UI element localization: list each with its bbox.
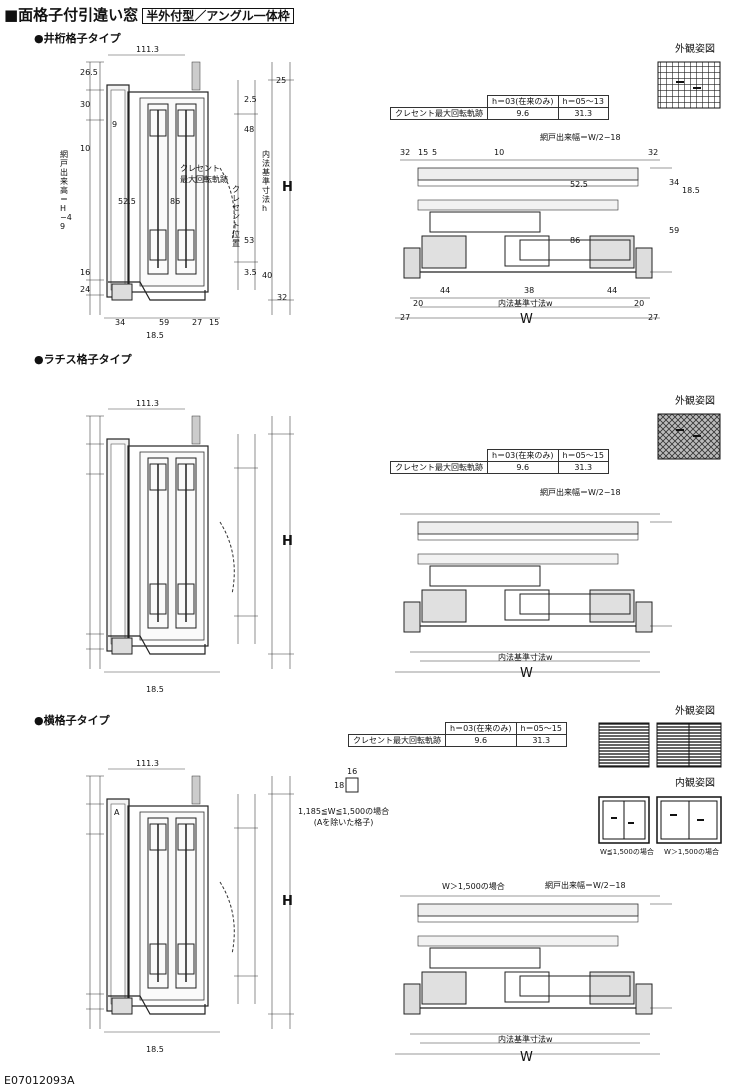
page-title: ■面格子付引違い窓半外付型／アングル一体枠 [4,4,294,25]
table-cell: 31.3 [557,461,609,474]
dim-p44: 44 [440,286,451,295]
dim-p59: 59 [669,226,680,235]
dim-2-5: 2.5 [244,95,257,104]
dim-15: 15 [209,318,220,327]
section-title-lattice: ●ラチス格子タイプ [34,353,132,366]
table-row-label: クレセント最大回転軌跡 [390,461,488,474]
crescent-track-label: クレセント 最大回転軌跡 [180,164,228,184]
table-cell: 31.3 [557,107,609,120]
dim-p38: 38 [524,286,535,295]
dim-185-3: 18.5 [146,1045,164,1054]
exterior-thumb-igeta [657,61,721,109]
W-label-3: W [520,1050,533,1065]
section-title-igeta: ●井桁格子タイプ [34,32,121,45]
exterior-label-2: 外観姿図 [675,396,715,407]
screen-width-label-3: 網戸出来幅＝W/2−18 [545,881,626,890]
inner-w-label-2: 内法基準寸法w [498,653,553,662]
dim-p20: 20 [413,299,424,308]
screen-height-label: 網戸出来高＝H−49 [60,150,72,231]
dim-35: 3.5 [244,268,257,277]
exterior-thumb-horizontal-small [598,722,650,768]
exterior-thumb-horizontal-large [656,722,722,768]
w-le-label: W≦1,500の場合 [600,848,654,856]
label-A: A [114,808,120,817]
grid-18: 18 [334,781,345,790]
dim-10: 10 [80,144,91,153]
plan-section [395,159,672,319]
W-label-2: W [520,666,533,681]
screen-width-label-2: 網戸出来幅＝W/2−18 [540,488,621,497]
table-row-label: クレセント最大回転軌跡 [390,107,488,120]
interior-thumb-large [656,796,722,844]
dim-p86: 86 [570,236,581,245]
dim-27: 27 [192,318,203,327]
dim-16: 16 [80,268,91,277]
crescent-pos-label: クレセント位置 [232,185,240,248]
dim-265: 26.5 [80,68,98,77]
dim-p5: 5 [432,148,438,157]
dim-p15: 15 [418,148,429,157]
grid-profile [345,777,359,793]
exterior-label-1: 外観姿図 [675,44,715,55]
inner-w-label-3: 内法基準寸法w [498,1035,553,1044]
dim-p34: 34 [669,178,680,187]
interior-thumb-small [598,796,650,844]
dim-525: 52.5 [118,197,136,206]
interior-label: 内観姿図 [675,778,715,789]
dim-24: 24 [80,285,91,294]
grid-note: 1,185≦W≦1,500の場合 (Aを除いた格子) [298,807,390,827]
w-gt-label: W＞1,500の場合 [664,848,719,856]
dim-top-2: 111.3 [136,399,159,408]
inner-w-label: 内法基準寸法w [498,299,553,308]
dim-p27: 27 [400,313,411,322]
w-over-label: W＞1,500の場合 [442,882,505,891]
dim-p27-r: 27 [648,313,659,322]
screen-width-label: 網戸出来幅＝W/2−18 [540,133,621,142]
dim-48: 48 [244,125,255,134]
W-label: W [520,312,533,327]
dim-p32-r: 32 [648,148,659,157]
dim-p10: 10 [494,148,505,157]
dim-p525: 52.5 [570,180,588,189]
H-label-2: H [282,534,293,549]
dim-34: 34 [115,318,126,327]
title-box: 半外付型／アングル一体枠 [142,8,294,24]
dim-25: 25 [276,76,287,85]
exterior-label-3: 外観姿図 [675,706,715,717]
dim-p20-r: 20 [634,299,645,308]
dim-30: 30 [80,100,91,109]
table-row-label: クレセント最大回転軌跡 [348,734,446,747]
table-cell: 31.3 [515,734,567,747]
grid-16: 16 [347,767,358,776]
H-label-3: H [282,894,293,909]
drawing-code: E07012093A [4,1074,75,1087]
dim-p185: 18.5 [682,186,700,195]
dim-9: 9 [112,120,118,129]
dim-p32: 32 [400,148,411,157]
H-label: H [282,180,293,195]
dim-40: 40 [262,271,273,280]
dim-185: 18.5 [146,331,164,340]
dim-59: 59 [159,318,170,327]
dim-p44-r: 44 [607,286,618,295]
table-cell: 9.6 [487,107,559,120]
dim-top: 111.3 [136,45,159,54]
dim-86: 86 [170,197,181,206]
section-title-horizontal: ●横格子タイプ [34,714,110,727]
dim-53: 53 [244,236,255,245]
dim-185-2: 18.5 [146,685,164,694]
exterior-thumb-lattice [657,413,721,460]
dim-top-3: 111.3 [136,759,159,768]
inner-h-label: 内法基準寸法h [262,150,270,213]
dim-32: 32 [277,293,288,302]
vertical-section [86,54,294,319]
